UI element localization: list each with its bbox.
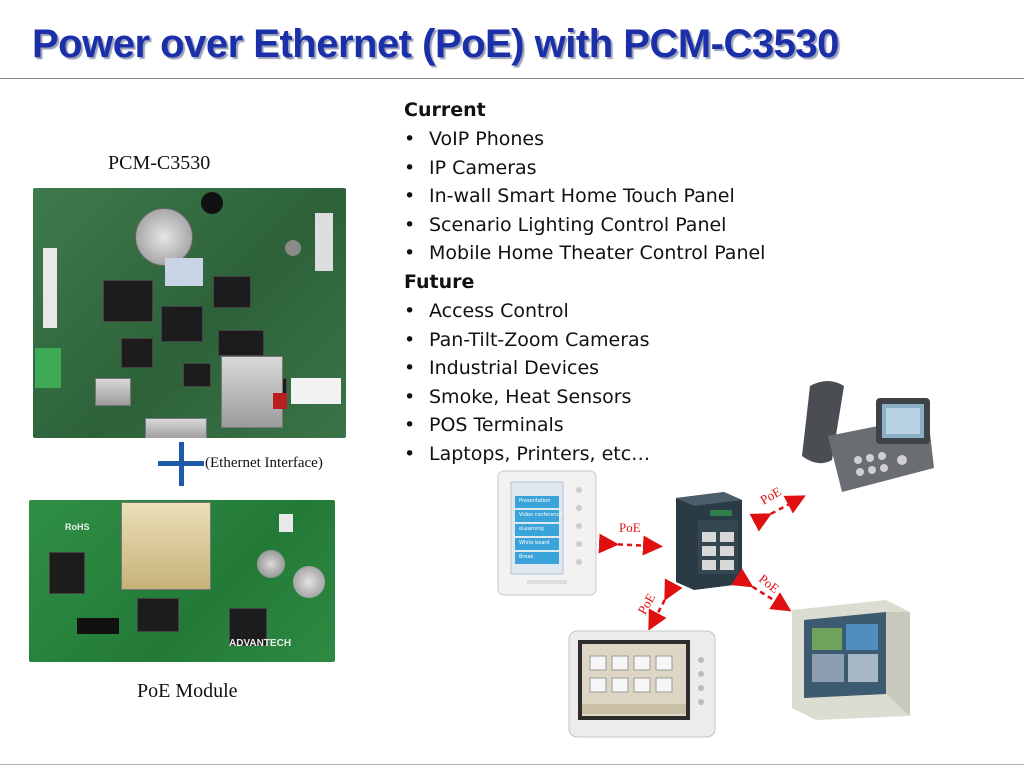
bullet: • [404,242,416,265]
footer-divider [0,764,1024,765]
interface-label: (Ethernet Interface) [205,455,323,471]
ip-phone-icon [802,381,934,492]
list-item-label: POS Terminals [429,414,564,437]
module-rohs-text: RoHS [65,522,90,532]
list-item-label: VoIP Phones [429,128,545,150]
bullet: • [404,156,416,179]
wall-touch-panel-icon [497,470,597,596]
bullet: • [404,328,416,351]
board-caption: PCM-C3530 [108,152,211,174]
list-item: • Smoke, Heat Sensors [404,383,765,412]
list-item: • Pan-Tilt-Zoom Cameras [404,326,765,355]
list-item: • IP Cameras [404,154,765,183]
bullet: • [404,299,416,322]
panel-button-label: eLearning [519,526,544,532]
list-item-label: Smoke, Heat Sensors [429,385,632,408]
plus-connector-bar [158,461,204,466]
list-item-label: Scenario Lighting Control Panel [429,213,727,236]
list-item: • Scenario Lighting Control Panel [404,211,765,240]
poe-arrow-switch-phone [749,495,806,532]
poe-arrow-panel-switch [598,533,663,556]
list-item: • Laptops, Printers, etc… [404,440,765,469]
panel-button-label: White board [519,540,550,546]
list-item-label: IP Cameras [429,156,537,179]
list-item: • VoIP Phones [404,125,765,154]
bullet: • [404,128,416,150]
bullet: • [404,442,416,465]
module-caption: PoE Module [137,680,238,702]
list-item: • Industrial Devices [404,354,765,383]
pcm-c3530-board-image [33,188,346,438]
list-item-label: Industrial Devices [429,357,600,380]
slide-title: Power over Ethernet (PoE) with PCM-C3530 [32,22,839,66]
list-item: • Access Control [404,297,765,326]
list-item: • Mobile Home Theater Control Panel [404,239,765,268]
list-item: • In-wall Smart Home Touch Panel [404,182,765,211]
panel-button-label: Break [519,554,534,560]
ip-phone-image [788,376,936,500]
title-divider [0,78,1024,79]
poe-arrows [598,495,806,630]
smart-home-panel-icon [568,630,716,738]
smart-home-panel-image [568,630,716,738]
list-item-label: Mobile Home Theater Control Panel [429,242,766,265]
poe-arrow-switch-tablet [648,578,683,630]
panel-pc-icon [792,600,910,720]
module-brand-text: ADVANTECH [229,638,292,649]
current-header: Current [404,99,486,121]
bullet: • [404,185,416,208]
poe-module-image: ADVANTECH RoHS [29,500,335,662]
list-item-label: Access Control [429,299,569,322]
panel-button-label: Video conference [519,512,563,518]
list-item-label: Pan-Tilt-Zoom Cameras [429,328,650,351]
panel-button-label: Presentation [519,498,551,504]
list-item-label: In-wall Smart Home Touch Panel [429,185,735,208]
applications-list: Current • VoIP Phones • IP Cameras • In-wal… [404,96,765,469]
future-header: Future [404,270,475,293]
ethernet-switch-image [670,490,744,590]
panel-pc-image [786,598,912,722]
wall-touch-panel-image: Presentation Video conference eLearning … [497,470,597,596]
bullet: • [404,385,416,408]
ethernet-switch-icon [676,492,742,590]
list-item-label: Laptops, Printers, etc… [429,442,651,465]
list-item: • POS Terminals [404,411,765,440]
poe-label: PoE [619,520,641,535]
bullet: • [404,357,416,380]
bullet: • [404,414,416,437]
bullet: • [404,213,416,236]
poe-arrow-switch-panelpc [731,568,792,612]
